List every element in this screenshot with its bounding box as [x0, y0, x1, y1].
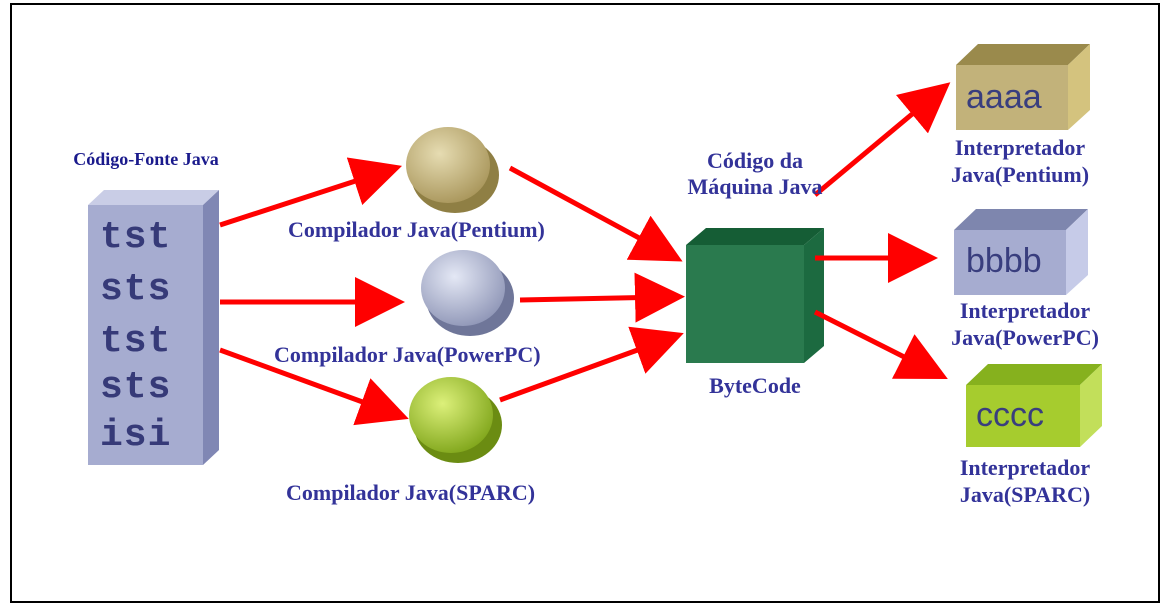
bytecode-title-line1: Código da: [707, 148, 803, 173]
interpreter-pentium-label-line2: Java(Pentium): [950, 162, 1090, 187]
bytecode-title-line2: Máquina Java: [687, 174, 823, 199]
bytecode-label: ByteCode: [709, 373, 801, 398]
interpreter-sparc-cube: [966, 364, 1102, 447]
interpreter-pentium-label-line1: Interpretador: [954, 135, 1086, 160]
bytecode-arrows: [813, 82, 951, 380]
source-code-block: [88, 190, 219, 465]
arrow-powerpc-to-bytecode: [519, 272, 685, 323]
interpreter-pentium-cube: [956, 44, 1090, 130]
arrow-source-to-sparc: [219, 347, 409, 426]
code-line: sts: [100, 366, 172, 409]
diagram-canvas: [88, 44, 1102, 465]
source-arrows: [219, 157, 409, 426]
interpreter-sparc-label-line1: Interpretador: [959, 455, 1091, 480]
interpreter-sparc-label-line2: Java(SPARC): [959, 482, 1091, 507]
diagram-frame: Código-Fonte Java tst sts tst sts isi Co…: [10, 3, 1160, 603]
code-line: isi: [100, 414, 172, 457]
compiler-powerpc-cylinder: [421, 250, 514, 336]
interpreter-powerpc-label-line2: Java(PowerPC): [951, 325, 1099, 350]
code-line: tst: [100, 320, 172, 363]
compiler-arrows: [499, 165, 685, 403]
arrow-pentium-to-bytecode: [508, 165, 683, 262]
compiler-sparc-cylinder: [409, 377, 502, 463]
interpreter-powerpc-cube: [954, 209, 1088, 295]
code-line: sts: [100, 268, 172, 311]
interpreter-powerpc-cube-text: bbbb: [966, 242, 1042, 280]
interpreter-sparc-cube-text: cccc: [976, 396, 1044, 434]
compiler-pentium-cylinder: [406, 127, 499, 213]
compiler-pentium-label: Compilador Java(Pentium): [288, 217, 545, 242]
arrow-bytecode-to-sparc: [813, 309, 948, 380]
interpreter-powerpc-label-line1: Interpretador: [959, 298, 1091, 323]
interpreter-pentium-cube-text: aaaa: [966, 78, 1042, 116]
arrow-bytecode-to-pentium: [813, 82, 951, 197]
code-line: tst: [100, 216, 172, 259]
compiler-powerpc-label: Compilador Java(PowerPC): [274, 342, 541, 367]
arrow-sparc-to-bytecode: [499, 326, 684, 403]
source-title: Código-Fonte Java: [73, 149, 219, 169]
arrow-source-to-pentium: [219, 157, 403, 228]
compiler-sparc-label: Compilador Java(SPARC): [286, 480, 536, 505]
bytecode-cube: [686, 228, 824, 363]
